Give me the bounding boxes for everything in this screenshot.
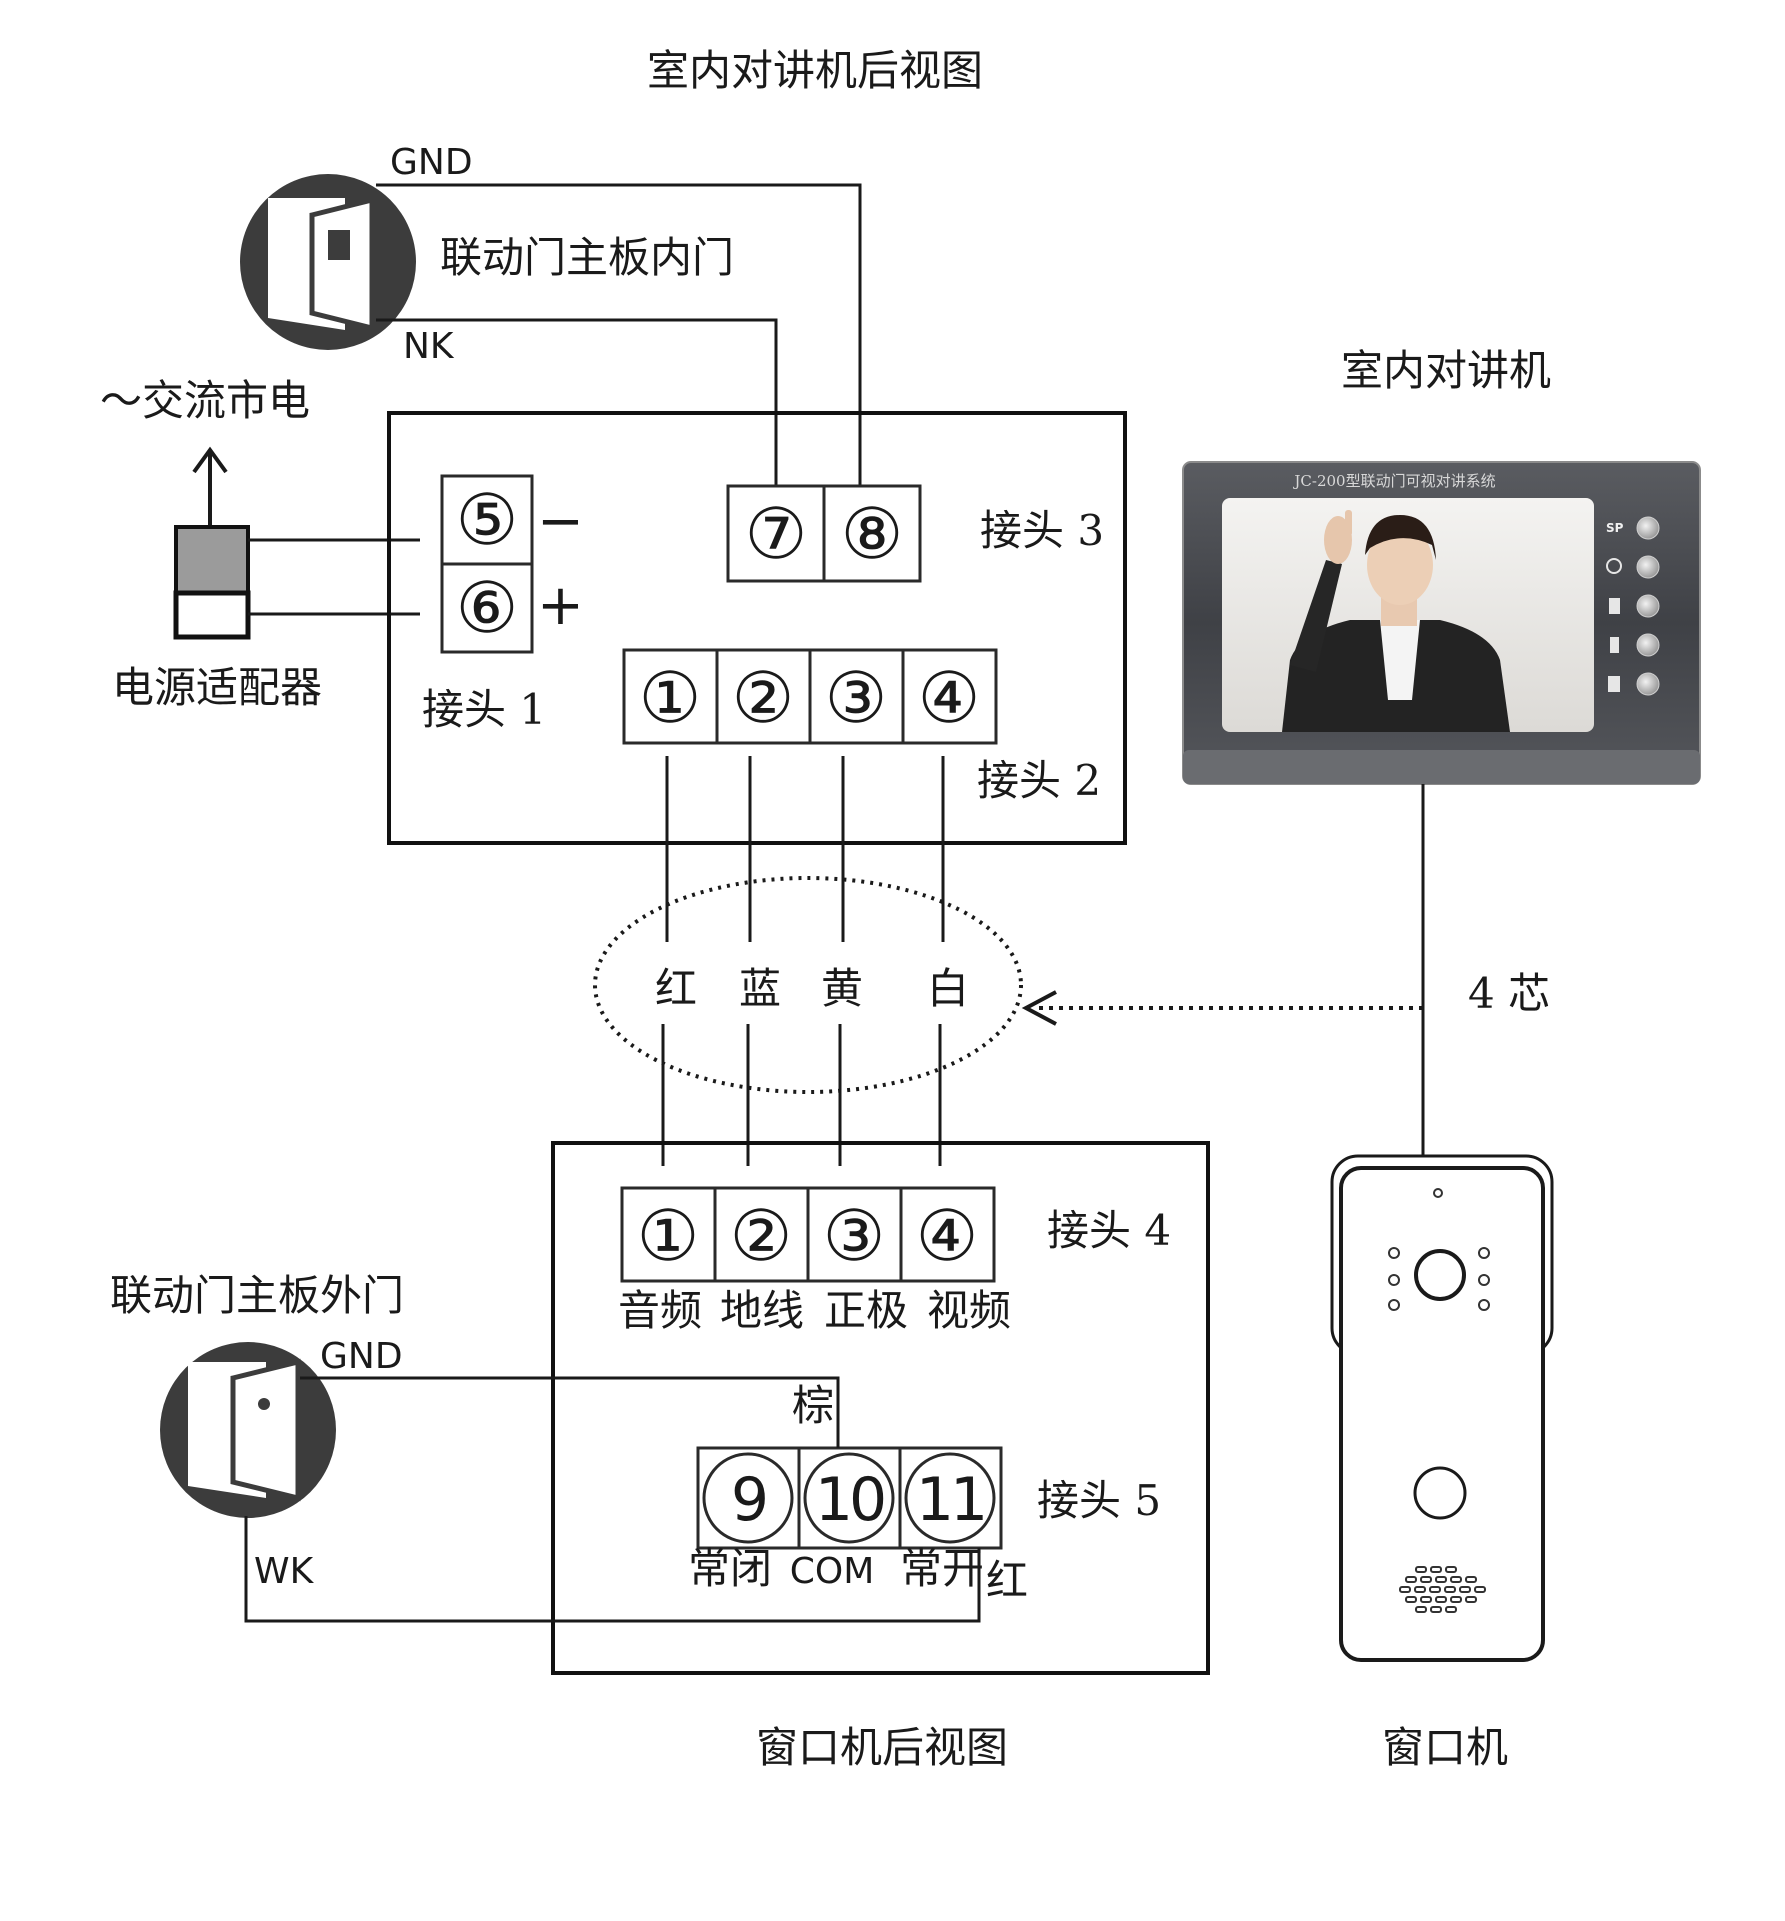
connector-2: ① ② ③ ④ — [622, 648, 998, 745]
connector-4-label: 接头 4 — [1047, 1206, 1171, 1255]
terminal-11: 11 — [916, 1465, 984, 1535]
terminal-7: ⑦ — [745, 493, 808, 575]
sp-label: SP — [1606, 521, 1624, 535]
pin-label-ground: 地线 — [720, 1286, 804, 1335]
outer-door-gnd-label: GND — [320, 1336, 403, 1377]
wire-color-yellow: 黄 — [821, 964, 863, 1013]
outer-door-label: 联动门主板外门 — [110, 1271, 404, 1320]
monitor-monitor-button[interactable] — [1636, 555, 1660, 579]
speaker-grille-icon — [1399, 1566, 1486, 1613]
gnd-wire-inner — [376, 183, 862, 486]
outer-door-wk-label: WK — [254, 1551, 315, 1592]
terminal-10: 10 — [815, 1465, 884, 1535]
cable-pointer-arrow — [1021, 990, 1423, 1026]
gnd-wire-outer — [300, 1376, 840, 1448]
inner-door-gnd-label: GND — [390, 142, 473, 183]
terminal-5: ⑤ — [456, 479, 519, 561]
nk-wire-inner — [376, 318, 778, 486]
lock-icon — [1610, 637, 1619, 653]
pin-label-com: COM — [790, 1551, 875, 1592]
monitor-panel-title: JC-200型联动门可视对讲系统 — [1292, 472, 1495, 490]
monitor-talk-button[interactable] — [1636, 672, 1660, 696]
inner-door-label: 联动门主板内门 — [440, 233, 734, 282]
terminal-4-outdoor: ④ — [916, 1195, 979, 1277]
connector-2-label: 接头 2 — [977, 756, 1101, 805]
terminal-4-indoor: ④ — [918, 657, 981, 739]
outer-door-lock-icon — [160, 1342, 336, 1518]
wire-color-blue: 蓝 — [739, 964, 781, 1013]
title-outdoor-rear: 窗口机后视图 — [756, 1723, 1008, 1772]
title-indoor-rear: 室内对讲机后视图 — [647, 46, 983, 95]
outdoor-unit-device — [1330, 1154, 1554, 1662]
indoor-rear-panel — [387, 411, 1127, 845]
wire-color-red: 红 — [655, 964, 697, 1013]
title-indoor-unit: 室内对讲机 — [1341, 346, 1551, 395]
connector-1: ⑤ ⑥ − + — [440, 474, 584, 654]
inner-door-lock-icon — [240, 174, 416, 350]
connector-1-label: 接头 1 — [422, 685, 546, 734]
mains-label: ～交流市电 — [100, 376, 310, 425]
pin-label-positive: 正极 — [824, 1286, 908, 1335]
inner-door-nk-label: NK — [403, 326, 455, 367]
connector-5-label: 接头 5 — [1037, 1476, 1161, 1525]
pin-label-no: 常开 — [900, 1544, 984, 1593]
pin-label-video: 视频 — [927, 1286, 1011, 1335]
outdoor-rear-panel — [551, 1141, 1210, 1675]
connector-5: 9 10 11 — [696, 1446, 1003, 1550]
terminal-8: ⑧ — [841, 493, 904, 575]
terminal-2-indoor: ② — [732, 657, 795, 739]
terminal-3-outdoor: ③ — [823, 1195, 886, 1277]
terminal-9: 9 — [731, 1465, 765, 1535]
indoor-monitor-device: JC-200型联动门可视对讲系统 SP — [1182, 461, 1701, 785]
terminal-1-outdoor: ① — [637, 1195, 700, 1277]
monitor-speaker-button[interactable] — [1636, 516, 1660, 540]
door-icon — [1608, 676, 1620, 692]
terminal-6: ⑥ — [456, 567, 519, 649]
wire-color-white: 白 — [927, 964, 969, 1013]
minus-sign: − — [537, 489, 584, 554]
monitor-unlock-inner-button[interactable] — [1636, 594, 1660, 618]
plus-sign: + — [537, 573, 584, 638]
terminal-2-outdoor: ② — [730, 1195, 793, 1277]
red-wire-label: 红 — [986, 1556, 1028, 1605]
door-open-icon — [1609, 598, 1620, 614]
title-outdoor-unit: 窗口机 — [1382, 1723, 1508, 1772]
outdoor-camera-lens — [1414, 1249, 1466, 1301]
camera-icon — [1606, 558, 1622, 574]
up-arrow-icon — [192, 446, 228, 528]
connector-4: ① ② ③ ④ — [620, 1186, 996, 1283]
power-adapter-icon — [173, 525, 251, 640]
pin-label-nc: 常闭 — [688, 1544, 772, 1593]
pin-label-audio: 音频 — [618, 1286, 702, 1335]
cable-bundle-ellipse — [593, 876, 1023, 1094]
connector-3-label: 接头 3 — [980, 506, 1104, 555]
terminal-1-indoor: ① — [639, 657, 702, 739]
screen-person-image — [1282, 510, 1510, 732]
connector-3: ⑦ ⑧ — [726, 484, 922, 583]
outdoor-call-button[interactable] — [1413, 1466, 1467, 1520]
core-count-label: 4 芯 — [1468, 969, 1550, 1018]
brown-wire-label: 棕 — [792, 1381, 834, 1430]
adapter-label: 电源适配器 — [112, 663, 322, 712]
monitor-unlock-outer-button[interactable] — [1636, 633, 1660, 657]
terminal-3-indoor: ③ — [825, 657, 888, 739]
wk-wire-outer — [244, 1516, 981, 1623]
